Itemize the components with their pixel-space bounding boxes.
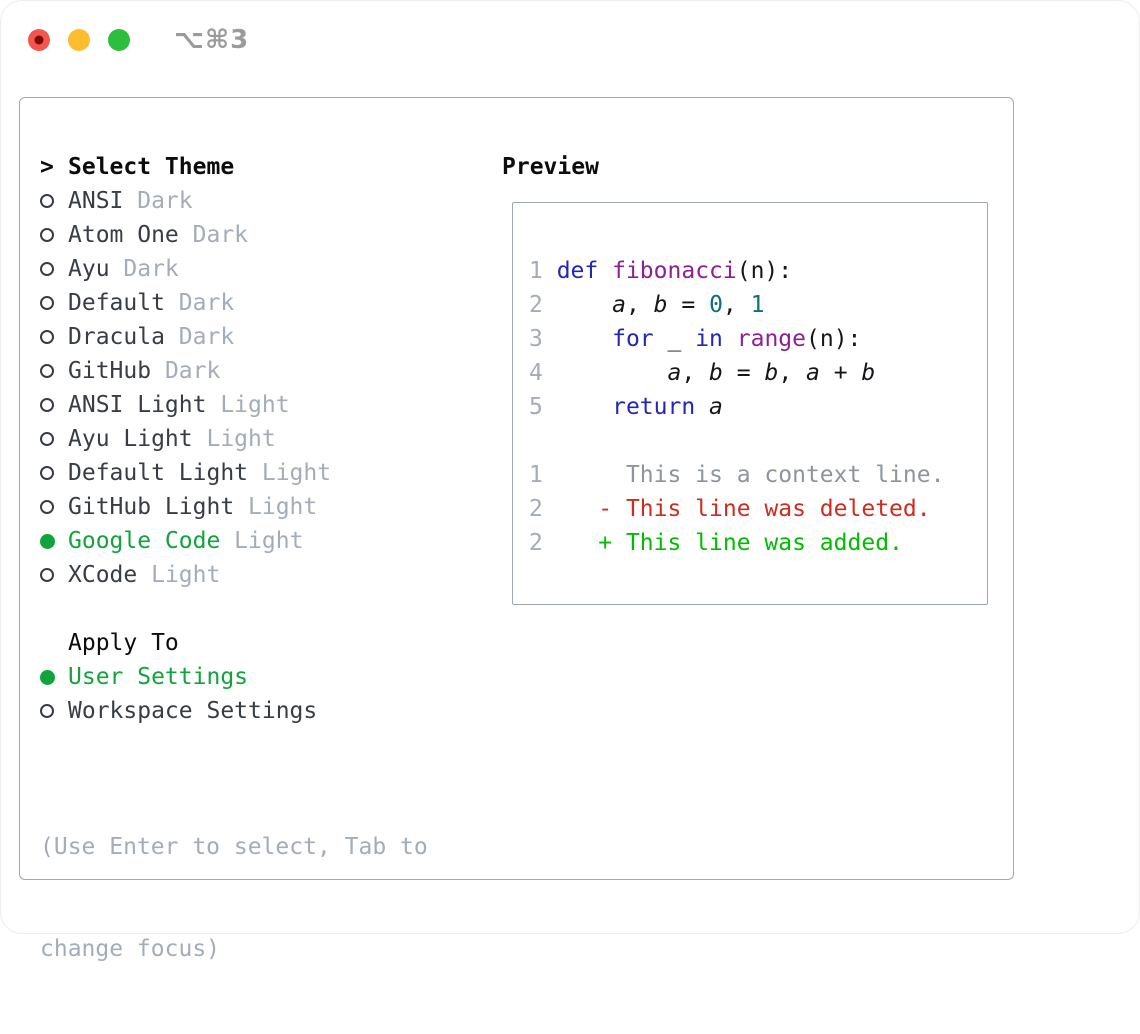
- minimize-button[interactable]: [68, 29, 90, 51]
- theme-variant-label: Light: [248, 460, 332, 486]
- theme-variant-label: Dark: [164, 290, 235, 316]
- theme-option[interactable]: Default Dark: [40, 286, 428, 320]
- radio-icon: [40, 364, 54, 378]
- theme-option[interactable]: GitHub Dark: [40, 354, 428, 388]
- theme-picker-panel: > Select Theme ANSI Dark Atom One Dark A…: [19, 97, 1014, 962]
- apply-to-option-label: User Settings: [68, 664, 249, 690]
- theme-name-label: Atom One: [68, 222, 179, 248]
- theme-variant-label: Dark: [164, 324, 235, 350]
- radio-icon: [40, 500, 54, 514]
- select-theme-header-row: > Select Theme: [40, 150, 428, 184]
- maximize-button[interactable]: [108, 29, 130, 51]
- theme-variant-label: Light: [234, 494, 318, 520]
- preview-header: Preview: [502, 154, 599, 180]
- theme-option[interactable]: Default Light Light: [40, 456, 428, 490]
- radio-icon: [40, 330, 54, 344]
- radio-icon: [40, 194, 54, 208]
- window-titlebar: ⌥⌘3: [28, 25, 250, 55]
- radio-icon: [40, 228, 54, 242]
- theme-option[interactable]: GitHub Light Light: [40, 490, 428, 524]
- theme-name-label: ANSI Light: [68, 392, 207, 418]
- close-indicator-dot: [34, 35, 44, 45]
- theme-option-list: ANSI Dark Atom One Dark Ayu Dark Default…: [40, 184, 428, 592]
- window-title: ⌥⌘3: [174, 25, 250, 55]
- hint-text: (Use Enter to select, Tab to change focu…: [40, 762, 428, 1034]
- theme-option[interactable]: XCode Light: [40, 558, 428, 592]
- radio-selected-icon: [40, 533, 55, 549]
- theme-name-label: ANSI: [68, 188, 124, 214]
- apply-to-header-row: Apply To: [40, 626, 428, 660]
- radio-selected-icon: [40, 669, 55, 685]
- theme-list-column: > Select Theme ANSI Dark Atom One Dark A…: [40, 150, 428, 1034]
- theme-option[interactable]: Atom One Dark: [40, 218, 428, 252]
- apply-to-option[interactable]: User Settings: [40, 660, 428, 694]
- theme-variant-label: Dark: [109, 256, 179, 282]
- theme-name-label: Ayu: [68, 256, 110, 282]
- radio-icon: [40, 262, 54, 276]
- theme-variant-label: Dark: [178, 222, 249, 248]
- focus-pointer-icon: >: [40, 154, 54, 180]
- app-window: ⌥⌘3 > Select Theme ANSI Dark Atom One Da…: [0, 0, 1140, 962]
- theme-option[interactable]: ANSI Dark: [40, 184, 428, 218]
- apply-to-option-list: User Settings Workspace Settings: [40, 660, 428, 728]
- section-gap: [40, 592, 428, 626]
- theme-variant-label: Light: [206, 392, 290, 418]
- theme-name-label: Dracula: [68, 324, 165, 350]
- hint-line-2: change focus): [40, 936, 221, 962]
- theme-variant-label: Light: [137, 562, 221, 588]
- theme-option[interactable]: Google Code Light: [40, 524, 428, 558]
- theme-variant-label: Dark: [151, 358, 221, 384]
- apply-to-option[interactable]: Workspace Settings: [40, 694, 428, 728]
- select-theme-header: Select Theme: [68, 154, 235, 180]
- radio-icon: [40, 398, 54, 412]
- radio-icon: [40, 568, 54, 582]
- radio-icon: [40, 466, 54, 480]
- code-preview: 1 def fibonacci(n): 2 a, b = 0, 1 3 for …: [529, 258, 945, 556]
- radio-icon: [40, 432, 54, 446]
- theme-variant-label: Dark: [123, 188, 193, 214]
- theme-name-label: Default Light: [68, 460, 249, 486]
- close-button[interactable]: [28, 29, 50, 51]
- theme-name-label: GitHub: [68, 358, 152, 384]
- preview-box: 1 def fibonacci(n): 2 a, b = 0, 1 3 for …: [512, 202, 988, 605]
- theme-option[interactable]: Ayu Light Light: [40, 422, 428, 456]
- section-gap: [40, 728, 428, 762]
- theme-name-label: Ayu Light: [68, 426, 193, 452]
- theme-variant-label: Light: [192, 426, 276, 452]
- hint-line-1: (Use Enter to select, Tab to: [40, 834, 428, 860]
- theme-variant-label: Light: [220, 528, 304, 554]
- theme-option[interactable]: ANSI Light Light: [40, 388, 428, 422]
- theme-name-label: XCode: [68, 562, 138, 588]
- radio-icon: [40, 704, 54, 718]
- theme-name-label: Google Code: [68, 528, 221, 554]
- apply-to-option-label: Workspace Settings: [68, 698, 318, 724]
- theme-option[interactable]: Ayu Dark: [40, 252, 428, 286]
- radio-icon: [40, 296, 54, 310]
- theme-name-label: Default: [68, 290, 165, 316]
- apply-to-header: Apply To: [68, 630, 179, 656]
- theme-option[interactable]: Dracula Dark: [40, 320, 428, 354]
- theme-name-label: GitHub Light: [68, 494, 235, 520]
